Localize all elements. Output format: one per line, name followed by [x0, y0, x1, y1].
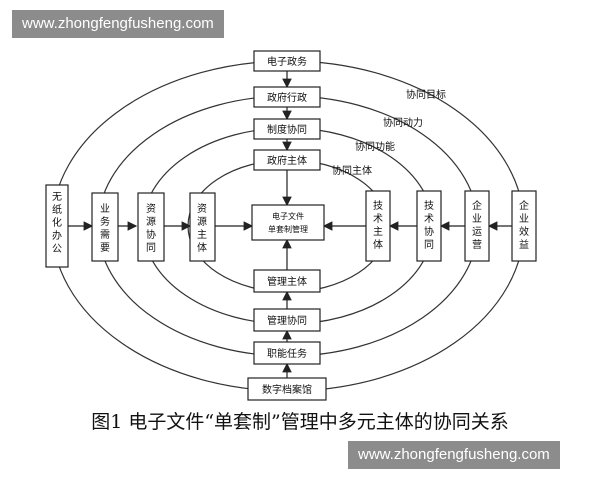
right-box-2: [464, 190, 490, 262]
svg-text:主: 主: [197, 229, 207, 241]
ring-label-goal: 协同目标: [406, 88, 446, 101]
watermark-bottom: www.zhongfengfusheng.com: [348, 441, 560, 469]
svg-text:务: 务: [100, 215, 110, 228]
svg-text:技: 技: [373, 199, 383, 212]
svg-text:要: 要: [100, 242, 110, 254]
svg-text:化: 化: [52, 216, 62, 229]
svg-text:无: 无: [52, 192, 62, 203]
bottom-box-2: [253, 308, 321, 332]
top-box-3: [253, 118, 321, 140]
left-box-3: [137, 192, 165, 262]
svg-text:体: 体: [373, 239, 383, 251]
ring-label-function: 协同功能: [355, 140, 395, 153]
left-box-4: [189, 192, 216, 262]
svg-text:公: 公: [52, 244, 62, 255]
svg-text:益: 益: [519, 238, 529, 251]
right-box-3: [416, 190, 442, 262]
svg-text:主: 主: [373, 226, 383, 238]
svg-text:体: 体: [197, 242, 207, 254]
top-box-3-label: 制度协同: [267, 123, 307, 136]
svg-text:同: 同: [146, 242, 156, 254]
right-box-4: [365, 190, 391, 262]
bottom-box-3-label: 职能任务: [267, 347, 307, 360]
svg-text:资: 资: [197, 203, 207, 215]
top-box-4-label: 政府主体: [267, 154, 307, 167]
svg-text:协: 协: [424, 225, 434, 238]
svg-text:效: 效: [519, 225, 529, 238]
bottom-box-1-label: 管理主体: [267, 275, 307, 288]
svg-text:企: 企: [472, 199, 482, 212]
svg-text:源: 源: [146, 215, 156, 228]
svg-text:业: 业: [472, 213, 482, 225]
center-line1: 电子文件: [272, 211, 304, 221]
top-box-2: [253, 86, 321, 108]
bottom-box-1: [253, 269, 321, 293]
svg-text:协: 协: [146, 228, 156, 241]
ring-label-driver: 协同动力: [383, 116, 423, 129]
svg-text:源: 源: [197, 215, 207, 228]
center-box: [251, 204, 325, 241]
svg-text:术: 术: [424, 213, 434, 225]
svg-text:纸: 纸: [52, 203, 62, 216]
center-line2: 单套制管理: [268, 224, 308, 234]
svg-text:技: 技: [424, 199, 434, 212]
svg-text:办: 办: [52, 229, 62, 242]
bottom-box-2-label: 管理协同: [267, 314, 307, 327]
figure-caption: 图1 电子文件“单套制”管理中多元主体的协同关系: [91, 411, 509, 433]
svg-text:营: 营: [472, 238, 482, 251]
svg-text:业: 业: [519, 213, 529, 225]
svg-text:运: 运: [472, 226, 482, 238]
top-box-4: [253, 149, 321, 171]
ring-label-subject: 协同主体: [332, 164, 372, 177]
bottom-box-4: [247, 377, 327, 401]
svg-text:企: 企: [519, 199, 529, 212]
svg-text:术: 术: [373, 213, 383, 225]
right-box-1: [511, 190, 537, 262]
svg-text:业: 业: [100, 203, 110, 215]
svg-text:需: 需: [100, 229, 110, 241]
bottom-box-3: [253, 341, 321, 365]
left-box-2: [91, 192, 119, 262]
watermark-top: www.zhongfengfusheng.com: [12, 10, 224, 38]
left-box-1: [45, 184, 69, 268]
bottom-box-4-label: 数字档案馆: [262, 383, 312, 396]
svg-text:同: 同: [424, 239, 434, 251]
top-box-1-label: 电子政务: [267, 55, 307, 68]
top-box-2-label: 政府行政: [267, 91, 307, 104]
top-box-1: [253, 50, 321, 72]
svg-text:资: 资: [146, 203, 156, 215]
